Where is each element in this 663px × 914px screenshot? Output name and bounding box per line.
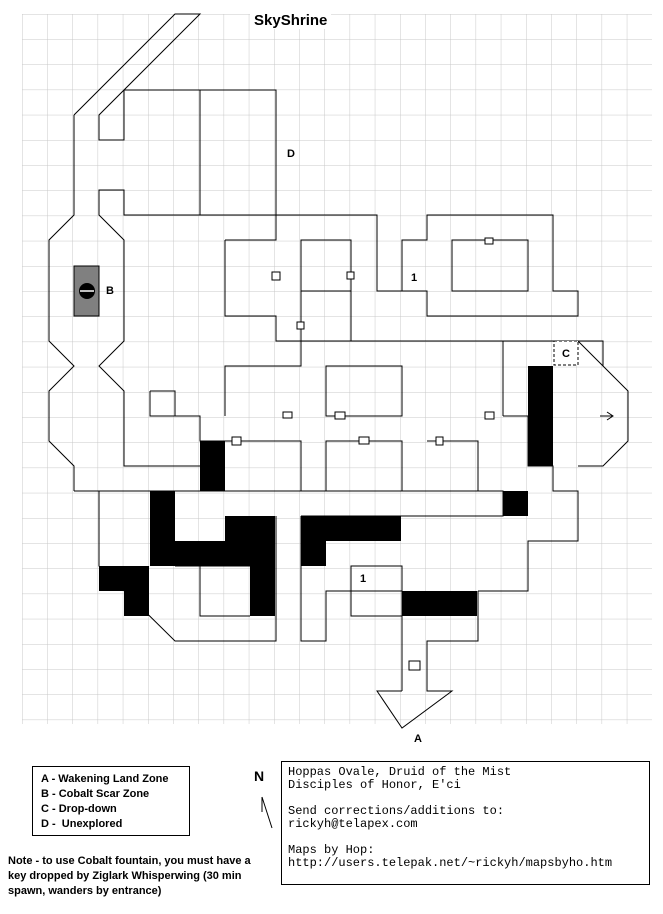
credits-guild: Disciples of Honor, E'ci bbox=[288, 778, 461, 792]
solid-block-6 bbox=[250, 541, 275, 616]
legend-item-d: D - Unexplored bbox=[41, 818, 123, 830]
door-marker-6 bbox=[484, 411, 495, 420]
solid-block-2 bbox=[200, 441, 225, 491]
map-grid bbox=[22, 14, 652, 724]
credits-corrections: Send corrections/additions to: bbox=[288, 804, 505, 818]
drop-down-arrow-head-icon bbox=[606, 411, 614, 421]
label-c-drop-down: C bbox=[562, 348, 570, 360]
wall-segment-18 bbox=[300, 516, 403, 691]
dungeon-walls bbox=[48, 13, 629, 729]
north-arrow-icon bbox=[261, 796, 273, 829]
door-marker-8 bbox=[358, 436, 370, 445]
wall-segment-16 bbox=[74, 490, 504, 517]
legend-item-c: C - Drop-down bbox=[41, 803, 117, 815]
door-marker-1 bbox=[346, 271, 355, 280]
credits-box: Hoppas Ovale, Druid of the Mist Disciple… bbox=[281, 761, 650, 885]
wall-segment-11 bbox=[578, 340, 604, 366]
label-1-lower: 1 bbox=[360, 573, 367, 585]
solid-block-11 bbox=[402, 591, 477, 616]
door-marker-4 bbox=[282, 411, 293, 419]
drop-down-marker bbox=[553, 340, 579, 366]
map-title: SkyShrine bbox=[250, 12, 332, 29]
wall-segment-3 bbox=[225, 214, 579, 317]
solid-wall-blocks bbox=[99, 366, 553, 616]
door-marker-10 bbox=[408, 660, 421, 671]
map-legend: A - Wakening Land Zone B - Cobalt Scar Z… bbox=[32, 766, 190, 836]
wall-segment-1 bbox=[48, 115, 75, 491]
solid-block-1 bbox=[503, 491, 528, 516]
door-marker-9 bbox=[435, 436, 444, 446]
door-markers bbox=[231, 237, 495, 671]
solid-block-0 bbox=[528, 366, 553, 466]
wall-segment-12 bbox=[325, 365, 403, 417]
label-1-upper: 1 bbox=[411, 272, 418, 284]
wall-segment-6 bbox=[451, 239, 529, 292]
solid-block-3 bbox=[150, 491, 175, 566]
wall-segment-0 bbox=[73, 13, 277, 467]
legend-item-a: A - Wakening Land Zone bbox=[41, 773, 169, 785]
door-marker-3 bbox=[484, 237, 494, 245]
credits-url[interactable]: http://users.telepak.net/~rickyh/mapsbyh… bbox=[288, 856, 613, 870]
fountain-note: Note - to use Cobalt fountain, you must … bbox=[8, 854, 270, 899]
solid-block-7 bbox=[301, 516, 401, 541]
wall-segment-14 bbox=[427, 440, 479, 491]
solid-block-4 bbox=[175, 541, 250, 566]
door-marker-2 bbox=[296, 321, 305, 330]
label-d-unexplored: D bbox=[287, 148, 295, 160]
wall-segment-8 bbox=[149, 391, 175, 417]
credits-maps-by: Maps by Hop: bbox=[288, 843, 375, 857]
label-b-cobalt-scar: B bbox=[106, 285, 114, 297]
door-marker-7 bbox=[231, 436, 242, 446]
legend-item-b: B - Cobalt Scar Zone bbox=[41, 788, 150, 800]
door-marker-5 bbox=[334, 411, 346, 420]
wall-segment-19 bbox=[376, 591, 479, 729]
wall-segment-9 bbox=[224, 340, 504, 416]
credits-author: Hoppas Ovale, Druid of the Mist bbox=[288, 765, 512, 779]
wall-segment-15 bbox=[478, 415, 579, 592]
wall-segment-17 bbox=[98, 491, 277, 642]
solid-block-5 bbox=[225, 516, 275, 541]
door-marker-0 bbox=[271, 271, 281, 281]
solid-block-9 bbox=[99, 566, 149, 591]
solid-block-8 bbox=[301, 541, 326, 566]
north-label: N bbox=[254, 768, 265, 784]
wall-segment-20 bbox=[199, 566, 250, 617]
wall-segment-7 bbox=[150, 390, 302, 491]
label-a-wakening-land: A bbox=[414, 733, 422, 745]
credits-email[interactable]: rickyh@telapex.com bbox=[288, 817, 418, 831]
